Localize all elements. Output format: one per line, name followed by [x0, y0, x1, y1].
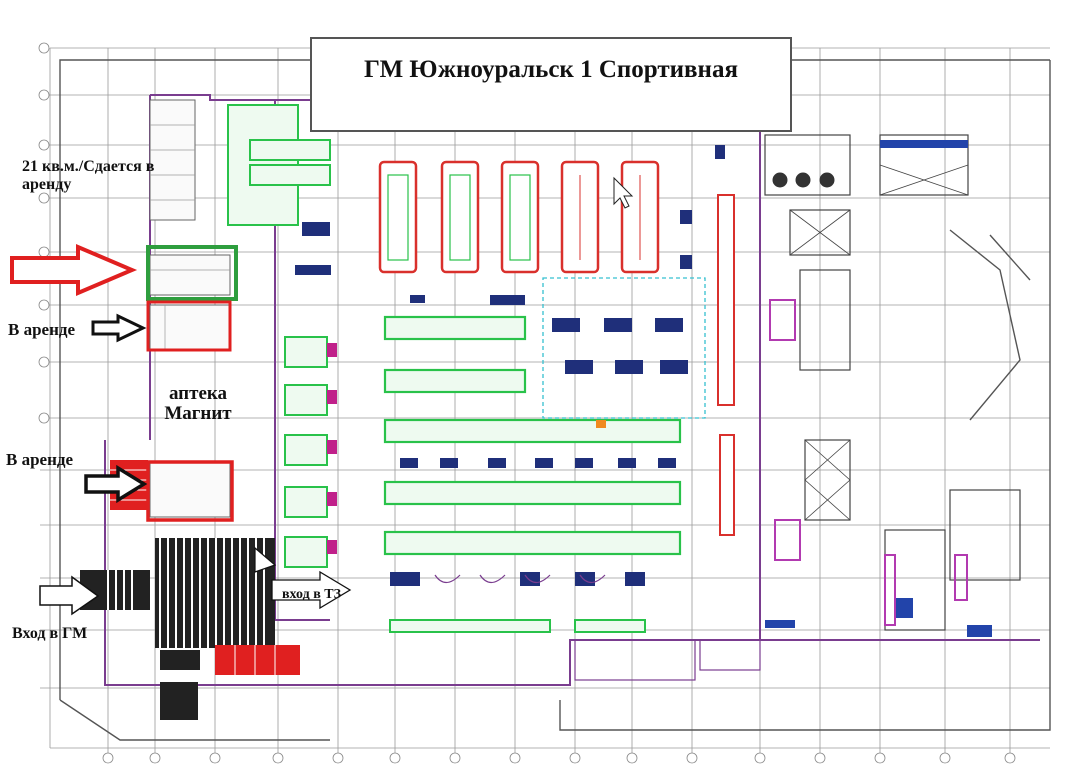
- label-pharmacy-line1: аптека: [168, 383, 228, 404]
- cyan-zone: [542, 277, 706, 419]
- blue-fixtures: [765, 140, 992, 637]
- label-pharmacy-line2: Магнит: [164, 402, 232, 424]
- lower-rooms: [434, 574, 761, 681]
- label-entrance-tz: вход в ТЗ: [282, 587, 341, 602]
- arrow-to-rented-unit-2: [84, 464, 148, 504]
- display-tables: [295, 145, 725, 586]
- produce-rack-inner: [387, 174, 531, 261]
- purple-fixtures: [769, 299, 968, 626]
- building-outer: [59, 59, 1051, 741]
- label-pharmacy: аптека Магнит: [158, 384, 238, 424]
- rented-unit-2-highlight: [146, 460, 234, 522]
- arrow-to-rented-unit-1: [91, 313, 147, 343]
- dark-kiosk-2: [160, 682, 198, 720]
- red-checkout-block: [215, 645, 300, 675]
- pointer-triangle: [254, 546, 277, 573]
- label-rented-1: В аренде: [8, 320, 76, 339]
- room-crosses: [789, 164, 969, 521]
- plan-title-box: ГМ Южноуральск 1 Спортивная: [310, 37, 792, 132]
- arrow-to-free-unit: [10, 243, 138, 297]
- equipment-circles: [772, 172, 835, 188]
- label-entrance-gm: Вход в ГМ: [12, 625, 88, 642]
- dark-kiosk: [160, 650, 200, 670]
- free-unit-highlight: [146, 245, 238, 301]
- label-free-area: 21 кв.м./Сдается в аренду: [22, 158, 155, 194]
- gondola-left-units: [227, 104, 646, 633]
- cursor-icon: [613, 176, 634, 209]
- red-wall-rack: [717, 194, 735, 536]
- orange-marker: [596, 420, 606, 428]
- arrow-entrance-gm: [39, 575, 100, 616]
- label-rented-2: В аренде: [6, 450, 74, 469]
- magenta-markers: [327, 343, 337, 554]
- plan-title: ГМ Южноуральск 1 Спортивная: [364, 55, 738, 83]
- arrow-entrance-tz: [271, 570, 352, 610]
- rented-unit-1-highlight: [146, 300, 232, 352]
- gondola-rows: [383, 315, 682, 556]
- axis-markers: [38, 42, 1016, 764]
- produce-racks: [378, 160, 660, 274]
